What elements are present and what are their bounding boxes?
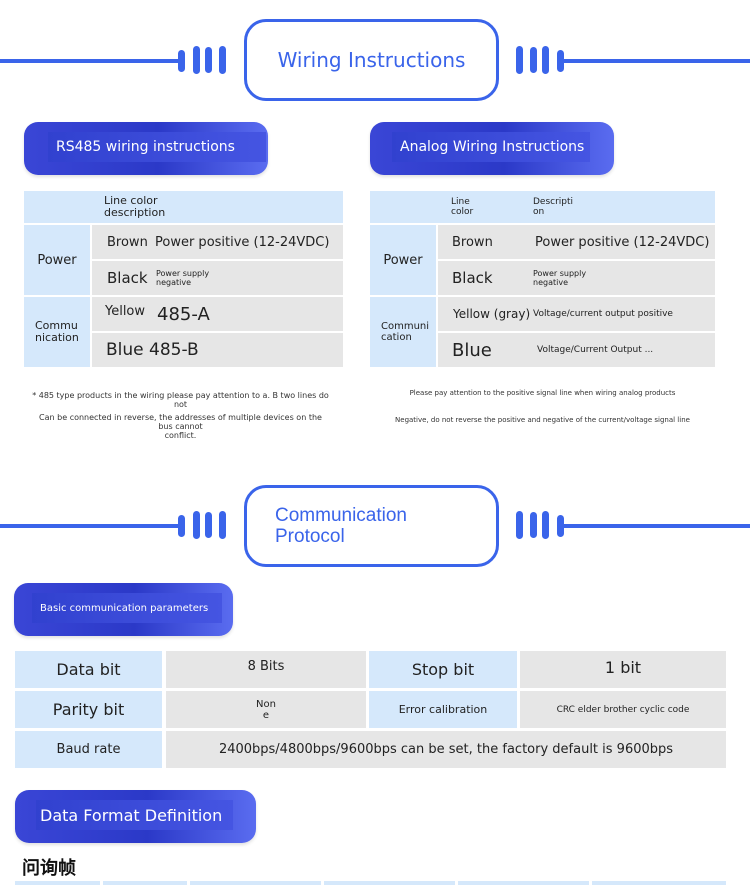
table-row: Yellow (gray) Voltage/current output pos… (438, 297, 715, 331)
header-bar (219, 46, 226, 74)
rs485-tab: RS485 wiring instructions (24, 122, 268, 175)
table-row: Brown Power positive (12-24VDC) (92, 225, 343, 259)
header-bar (557, 515, 564, 537)
rs485-tab-label: RS485 wiring instructions (48, 132, 266, 162)
header-bar (542, 511, 549, 539)
table-cell (15, 881, 100, 885)
parity-bit-label: Parity bit (15, 691, 162, 728)
header-bar (205, 47, 212, 73)
header-bar (542, 46, 549, 74)
header-bar (178, 515, 185, 537)
comm-label-cell: Commu nication (24, 297, 90, 367)
table-row: Black Power supply negative (438, 261, 715, 295)
data-bit-value: 8 Bits (166, 651, 366, 688)
table-header: Line color Descripti on (370, 191, 715, 223)
header-bar (530, 47, 537, 73)
header-line-right (562, 59, 750, 63)
header-bar (219, 511, 226, 539)
header-line-left (0, 59, 182, 63)
table-row: Yellow 485-A (92, 297, 343, 331)
table-row: Black Power supply negative (92, 261, 343, 295)
power-label-cell: Power (24, 225, 90, 295)
header-bar (530, 512, 537, 538)
analog-note-2: Negative, do not reverse the positive an… (395, 416, 690, 424)
table-header: Line color description (24, 191, 343, 223)
table-cell (592, 881, 726, 885)
section-title-pill: Wiring Instructions (244, 19, 499, 101)
rs485-note-2: Can be connected in reverse, the address… (39, 413, 322, 440)
table-cell (190, 881, 321, 885)
section-title: Communication Protocol (275, 505, 407, 547)
header-bar (516, 46, 523, 74)
basic-params-tab: Basic communication parameters (14, 583, 233, 636)
analog-note-1: Please pay attention to the positive sig… (409, 389, 676, 397)
header-bar (205, 512, 212, 538)
header-line-left (0, 524, 182, 528)
stop-bit-label: Stop bit (369, 651, 517, 688)
table-cell (458, 881, 589, 885)
analog-tab: Analog Wiring Instructions (370, 122, 614, 175)
header-line-right (562, 524, 750, 528)
header-bar (178, 50, 185, 72)
header-bar (557, 50, 564, 72)
header-bar (193, 46, 200, 74)
rs485-note-1: * 485 type products in the wiring please… (32, 391, 329, 409)
table-row: Brown Power positive (12-24VDC) (438, 225, 715, 259)
error-calibration-label: Error calibration (369, 691, 517, 728)
baud-rate-label: Baud rate (15, 731, 162, 768)
baud-rate-value: 2400bps/4800bps/9600bps can be set, the … (166, 731, 726, 768)
table-row: Blue Voltage/Current Output ... (438, 333, 715, 367)
section-title: Wiring Instructions (277, 48, 466, 72)
header-bar (516, 511, 523, 539)
table-cell (103, 881, 187, 885)
data-format-tab: Data Format Definition (15, 790, 256, 843)
data-format-tab-label: Data Format Definition (36, 800, 233, 830)
basic-params-tab-label: Basic communication parameters (32, 593, 222, 623)
data-bit-label: Data bit (15, 651, 162, 688)
parity-bit-value: Non e (166, 691, 366, 728)
comm-label-cell: Communi cation (370, 297, 436, 367)
power-label-cell: Power (370, 225, 436, 295)
header-bar (193, 511, 200, 539)
inquiry-frame-label: 问询帧 (22, 858, 76, 879)
error-calibration-value: CRC elder brother cyclic code (520, 691, 726, 728)
section-title-pill: Communication Protocol (244, 485, 499, 567)
table-row: Blue 485-B (92, 333, 343, 367)
stop-bit-value: 1 bit (520, 651, 726, 688)
analog-tab-label: Analog Wiring Instructions (392, 132, 590, 162)
table-cell (324, 881, 455, 885)
